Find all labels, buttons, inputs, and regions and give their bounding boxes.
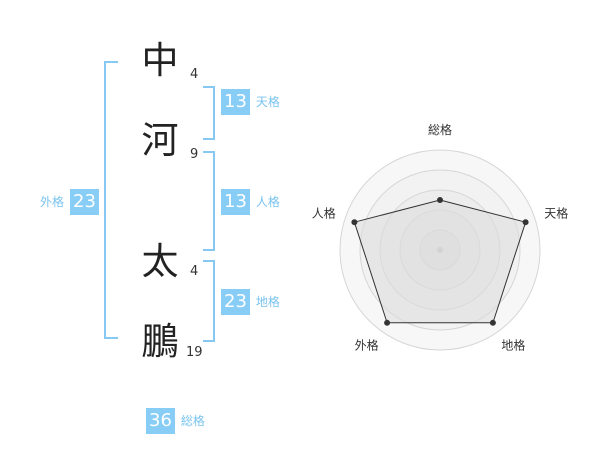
tenkaku-label: 天格 — [255, 95, 280, 109]
radar-data-polygon — [353, 199, 527, 324]
stroke-count-1: 4 — [190, 67, 199, 82]
name-char-2: 河 — [141, 119, 179, 162]
radar-point-0 — [437, 197, 443, 203]
stroke-count-3: 4 — [190, 264, 199, 279]
jinkaku-bracket — [203, 151, 215, 251]
radar-axis-label-4: 人格 — [312, 206, 336, 221]
radar-axis-label-2: 地格 — [501, 337, 525, 352]
stroke-count-2: 9 — [190, 147, 199, 162]
chikaku-result: 23 地格 — [221, 289, 280, 315]
radar-point-2 — [489, 319, 496, 326]
name-char-4: 鵬 — [141, 320, 179, 363]
radar-point-3 — [384, 319, 391, 326]
radar-axis-label-0: 総格 — [428, 122, 452, 137]
soukaku-label: 総格 — [180, 414, 205, 428]
gaikaku-result: 外格 23 — [40, 189, 99, 215]
tenkaku-bracket — [203, 86, 215, 140]
tenkaku-value: 13 — [221, 89, 250, 115]
tenkaku-result: 13 天格 — [221, 89, 280, 115]
outer-bracket — [104, 61, 118, 339]
name-char-3: 太 — [141, 240, 179, 283]
gaikaku-value: 23 — [70, 189, 99, 215]
jinkaku-value: 13 — [221, 189, 250, 215]
radar-axis-label-3: 外格 — [355, 337, 379, 352]
soukaku-value: 36 — [146, 408, 175, 434]
radar-point-1 — [522, 219, 529, 226]
jinkaku-result: 13 人格 — [221, 189, 280, 215]
chikaku-value: 23 — [221, 289, 250, 315]
radar-axis-label-1: 天格 — [544, 206, 568, 221]
name-char-1: 中 — [141, 39, 179, 82]
chikaku-label: 地格 — [255, 295, 280, 309]
radar-point-4 — [351, 219, 358, 226]
chikaku-bracket — [203, 260, 215, 342]
jinkaku-label: 人格 — [255, 195, 280, 209]
soukaku-result: 36 総格 — [146, 408, 205, 434]
gaikaku-label: 外格 — [40, 195, 65, 209]
stroke-count-4: 19 — [186, 345, 203, 360]
